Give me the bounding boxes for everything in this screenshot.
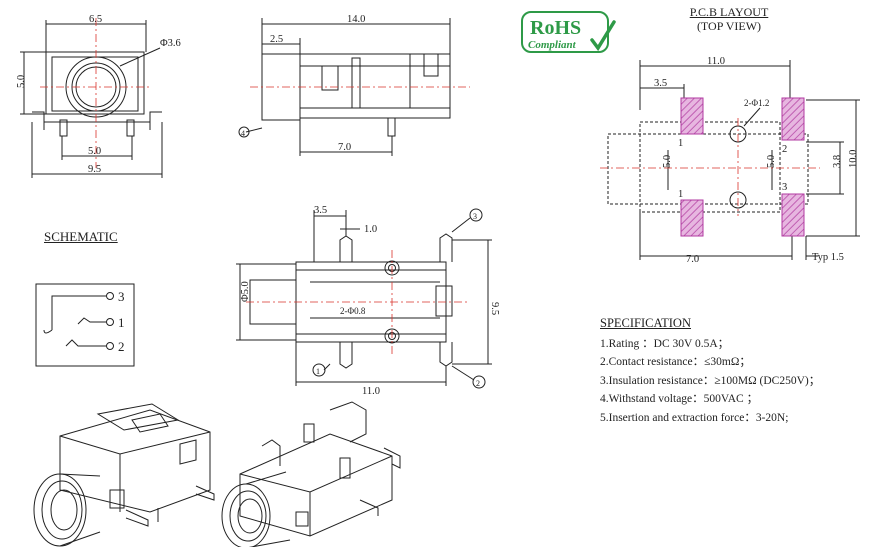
schematic-pin1: 1 [118, 315, 125, 330]
side-front-label: 2.5 [270, 34, 283, 45]
rohs-logo: RoHS Compliant [520, 10, 618, 58]
side-length-label: 14.0 [347, 14, 365, 25]
pcb-pads [680, 97, 805, 237]
connector-3d-view-1 [33, 403, 215, 547]
pcb-subtitle: (TOP VIEW) [696, 19, 762, 33]
front-base-label: 9.5 [88, 164, 101, 175]
pcb-title: P.C.B LAYOUT [689, 5, 769, 19]
top-diameter-label: Φ5.0 [240, 281, 251, 302]
schematic-diagram [35, 283, 135, 367]
side-marker-label: 4 [241, 129, 245, 138]
pad-1-top [680, 97, 704, 135]
pad-2 [781, 97, 805, 141]
side-view-labels: 14.0 2.5 7.0 4 [241, 14, 365, 153]
schematic-labels: 3 1 2 [118, 289, 125, 354]
pcb-pin2: 2 [782, 144, 787, 155]
schematic-pin2: 2 [118, 339, 125, 354]
front-view-labels: 6.5 Φ3.6 5.0 5.0 9.5 [16, 14, 181, 175]
check-mark-icon [590, 20, 616, 52]
pcb-pin1-bottom: 1 [678, 189, 683, 200]
top-holes-label: 2-Φ0.8 [340, 306, 366, 316]
pcb-bottom-label: 7.0 [686, 254, 699, 265]
spec-line: 1.Rating ：DC 30V 0.5A； [600, 337, 730, 350]
front-view-centerlines [40, 18, 152, 168]
pcb-centerlines [600, 118, 820, 216]
pcb-height-label: 10.0 [848, 150, 859, 168]
pcb-layout [607, 60, 860, 260]
specification-title: SPECIFICATION [600, 316, 691, 330]
front-width-label: 6.5 [89, 14, 102, 25]
top-length-label: 11.0 [362, 386, 380, 397]
pcb-typ-label: Typ 1.5 [812, 252, 844, 263]
rohs-title: RoHS [530, 17, 581, 39]
pcb-pitch-label: 3.8 [832, 155, 843, 168]
schematic-pin3: 3 [118, 289, 125, 304]
schematic-title: SCHEMATIC [44, 229, 118, 244]
front-diameter-label: Φ3.6 [160, 38, 181, 49]
top-marker-2: 2 [476, 379, 480, 388]
spec-line: 5.Insertion and extraction force：3-20N; [600, 411, 789, 424]
pad-3 [781, 193, 805, 237]
top-height-label: 9.5 [489, 302, 500, 315]
front-pins-label: 5.0 [88, 146, 101, 157]
specification-block: SPECIFICATION 1.Rating ：DC 30V 0.5A； 2.C… [600, 314, 865, 427]
top-view-labels: 3.5 1.0 Φ5.0 2-Φ0.8 9.5 11.0 3 1 2 [240, 205, 500, 397]
connector-3d-view-2 [221, 401, 401, 547]
spec-line: 4.Withstand voltage：500VAC ； [600, 393, 759, 405]
pcb-pin1-top: 1 [678, 138, 683, 149]
top-view-centerlines [246, 250, 470, 356]
side-view [238, 18, 451, 156]
side-pin-label: 7.0 [338, 142, 351, 153]
pcb-inner-right-label: 5.0 [766, 155, 777, 168]
front-height-label: 5.0 [16, 75, 27, 88]
top-view [236, 208, 492, 389]
top-marker-3: 3 [473, 212, 477, 221]
pcb-pin3: 3 [782, 182, 787, 193]
top-dim-b-label: 1.0 [364, 224, 377, 235]
pcb-left-label: 3.5 [654, 78, 667, 89]
top-marker-1: 1 [316, 367, 320, 376]
spec-line: 2.Contact resistance：≤30mΩ； [600, 356, 751, 368]
pcb-hole-label: 2-Φ1.2 [744, 98, 769, 108]
spec-line: 3.Insulation resistance：≥100MΩ (DC250V)； [600, 374, 821, 387]
pcb-labels: 11.0 3.5 2-Φ1.2 5.0 5.0 3.8 10.0 7.0 Typ… [654, 56, 859, 265]
top-dim-a-label: 3.5 [314, 205, 327, 216]
pcb-width-label: 11.0 [707, 56, 725, 67]
rohs-subtitle: Compliant [528, 39, 577, 51]
pcb-layout-heading: P.C.B LAYOUT (TOP VIEW) [660, 5, 798, 33]
pad-1-bottom [680, 199, 704, 237]
pcb-inner-left-label: 5.0 [662, 155, 673, 168]
